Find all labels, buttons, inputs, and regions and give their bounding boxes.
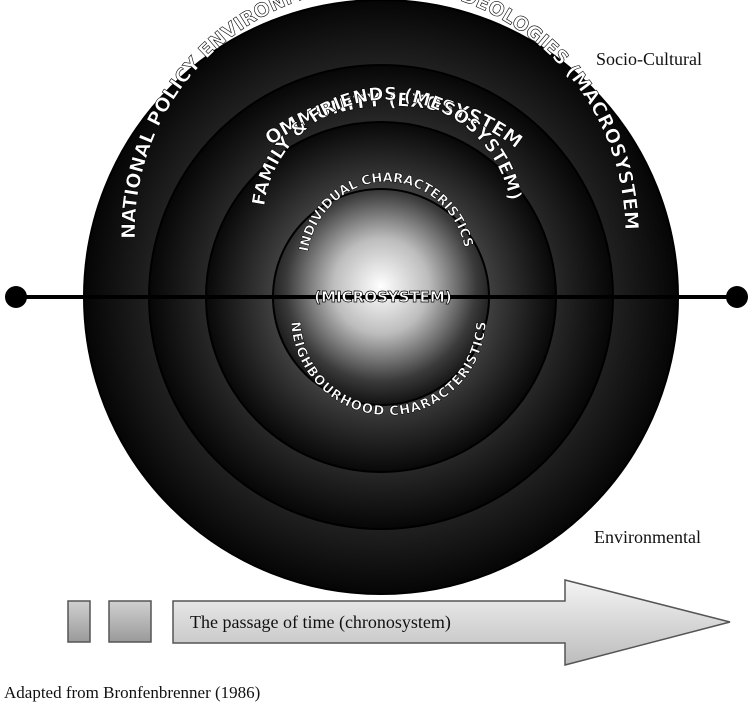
chronosystem-arrow	[172, 579, 731, 666]
microsystem-label: (MICROSYSTEM)	[314, 288, 451, 306]
chronosystem-label: The passage of time (chronosystem)	[190, 612, 451, 633]
axis-left-dot	[5, 286, 27, 308]
chronosystem-block-small	[67, 600, 91, 643]
source-caption: Adapted from Bronfenbrenner (1986)	[4, 683, 261, 702]
chronosystem-block-medium	[108, 600, 152, 643]
axis-right-dot	[726, 286, 748, 308]
socio-cultural-label: Socio-Cultural	[596, 49, 702, 69]
environmental-label: Environmental	[594, 527, 701, 547]
